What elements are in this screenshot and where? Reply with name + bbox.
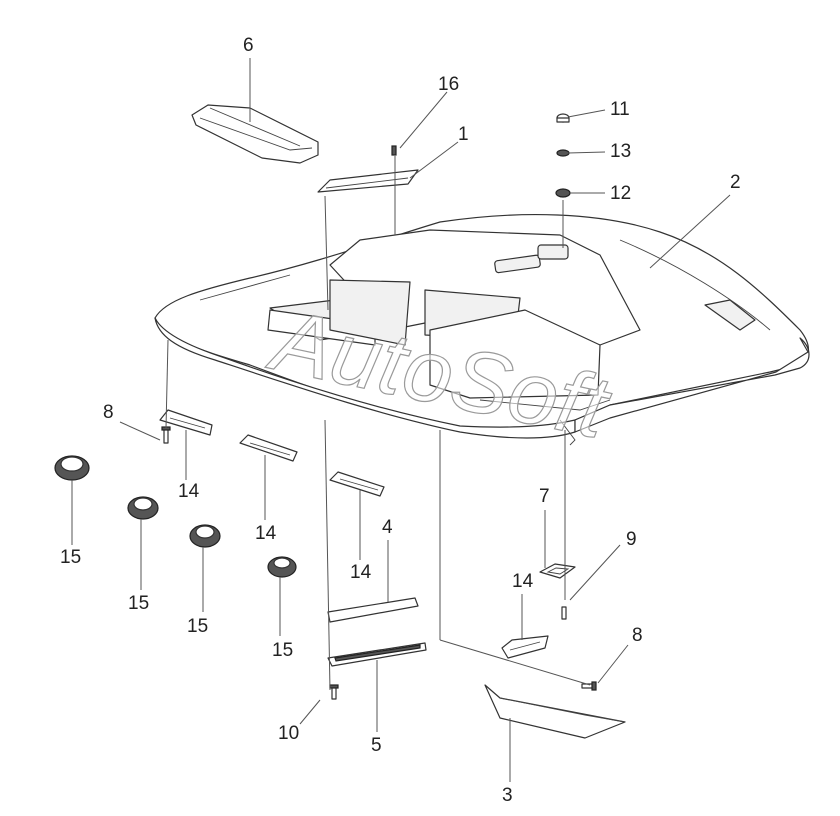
callout-11: 11 bbox=[610, 99, 630, 120]
washer-12 bbox=[555, 188, 571, 198]
callout-6: 6 bbox=[243, 35, 254, 56]
callout-10: 10 bbox=[278, 723, 299, 744]
fixture-15-a bbox=[54, 455, 90, 481]
callout-2: 2 bbox=[730, 172, 741, 193]
callout-4: 4 bbox=[382, 517, 393, 538]
fixture-15-d bbox=[267, 556, 297, 578]
callout-13: 13 bbox=[610, 141, 631, 162]
callout-1: 1 bbox=[458, 124, 469, 145]
fixture-15-b bbox=[127, 496, 159, 520]
trim-panel-3 bbox=[484, 684, 626, 739]
frame-part bbox=[317, 169, 419, 193]
callout-9: 9 bbox=[626, 529, 637, 550]
callout-14-a: 14 bbox=[178, 481, 200, 502]
callout-8-right: 8 bbox=[632, 625, 643, 646]
callout-5: 5 bbox=[371, 735, 382, 756]
callout-12: 12 bbox=[610, 183, 631, 204]
screw-10 bbox=[329, 684, 339, 700]
callout-labels: 6 16 1 11 13 12 2 8 14 14 14 15 15 15 15… bbox=[60, 35, 741, 806]
console-cover bbox=[191, 104, 319, 164]
callout-16: 16 bbox=[438, 74, 459, 95]
callout-3: 3 bbox=[502, 785, 513, 806]
clip-14-c bbox=[329, 471, 385, 497]
callout-14-d: 14 bbox=[512, 571, 534, 592]
washer-13 bbox=[556, 149, 570, 157]
clip-14-a bbox=[159, 409, 213, 436]
leader-lines bbox=[71, 58, 731, 782]
clip-14-b bbox=[239, 434, 298, 462]
screw-9 bbox=[561, 606, 567, 620]
callout-15-b: 15 bbox=[128, 593, 149, 614]
grille-5 bbox=[327, 642, 427, 667]
callout-14-c: 14 bbox=[350, 562, 372, 583]
clip-14-d bbox=[501, 635, 549, 659]
callout-15-d: 15 bbox=[272, 640, 293, 661]
fixture-15-c bbox=[189, 524, 221, 548]
callout-14-b: 14 bbox=[255, 523, 277, 544]
screw-16 bbox=[391, 145, 397, 156]
cover-strip-4 bbox=[327, 597, 419, 623]
callout-7: 7 bbox=[539, 486, 550, 507]
callout-15-a: 15 bbox=[60, 547, 81, 568]
bezel-7 bbox=[539, 563, 576, 579]
callout-8-left: 8 bbox=[103, 402, 114, 423]
nut-11 bbox=[556, 113, 570, 123]
callout-15-c: 15 bbox=[187, 616, 208, 637]
screw-8-a bbox=[161, 426, 171, 444]
headliner-panel bbox=[154, 213, 810, 446]
